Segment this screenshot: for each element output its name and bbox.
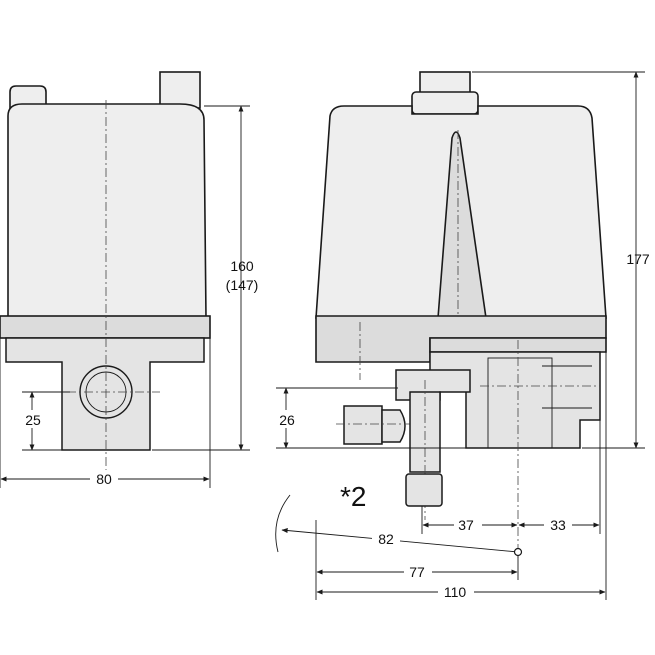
right-width-110-label: 110 [444,584,467,600]
left-height-label: 160 [230,258,254,274]
right-radius-arc [275,494,291,553]
left-width-label-bg [90,470,118,488]
left-port-label-bg [22,410,44,428]
right-stem-nut [405,473,443,507]
left-top-nub-left [9,85,47,109]
right-width-77-label: 77 [409,564,425,580]
right-height-label: 177 [626,251,650,267]
right-radius-pivot [513,547,523,557]
right-radius-label-bg [372,530,400,548]
right-view: 177 26 *2 37 33 82 77 110 [275,71,650,601]
right-port-label-bg [275,410,299,428]
left-port-height-label: 25 [25,412,41,428]
right-side-fitting-cap [381,409,406,443]
right-base-inner-port [487,357,553,449]
right-width-77-label-bg [404,563,432,581]
right-side-fitting [343,405,383,445]
left-cover [7,103,207,319]
right-offset-right-label: 33 [550,517,566,533]
left-width-label: 80 [96,471,112,487]
left-height-alt-label: (147) [226,277,259,293]
left-top-nub-right [159,71,201,109]
right-width-110-label-bg [438,583,474,601]
left-base [5,337,205,451]
right-offset-right-label-bg [544,516,572,534]
right-radius-label: 82 [378,531,394,547]
right-port-height-label: 26 [279,412,295,428]
right-top-lug-roller [411,91,479,115]
left-view: 160 (147) 25 80 [0,71,259,488]
right-offset-left-label-bg [454,516,482,534]
right-offset-left-label: 37 [458,517,474,533]
left-band [0,315,211,339]
right-note-label: *2 [340,481,366,512]
right-cover-spike [437,131,487,319]
